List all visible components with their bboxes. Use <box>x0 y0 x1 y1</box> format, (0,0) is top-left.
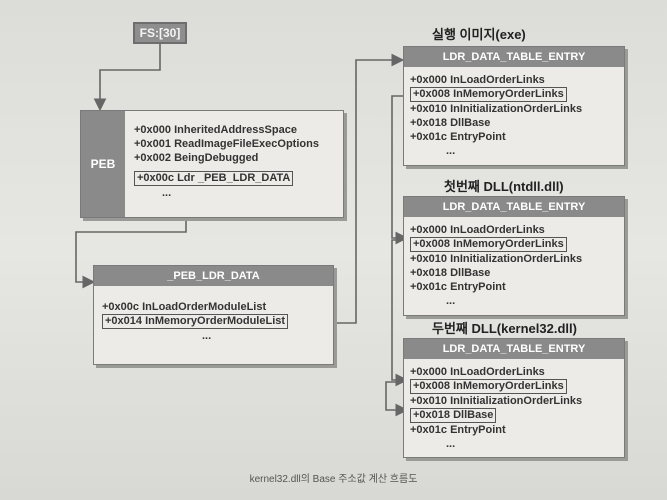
fs-label: FS:[30] <box>139 26 181 40</box>
peb-field: +0x001 ReadImageFileExecOptions <box>134 138 319 150</box>
peb-ldr-field-highlight: +0x00c Ldr _PEB_LDR_DATA <box>134 171 294 186</box>
entry-field-list: +0x000 InLoadOrderLinks +0x008 InMemoryO… <box>410 223 582 308</box>
entry-inmemory-highlight: +0x008 InMemoryOrderLinks <box>410 379 567 394</box>
entry-field: +0x010 InInitializationOrderLinks <box>410 103 583 115</box>
peb-field-list: +0x000 InheritedAddressSpace +0x001 Read… <box>134 123 319 200</box>
peb-field: +0x002 BeingDebugged <box>134 152 259 164</box>
entry-field: +0x018 DllBase <box>410 267 491 279</box>
ldr-entry-exe: LDR_DATA_TABLE_ENTRY +0x000 InLoadOrderL… <box>403 46 625 166</box>
ldr-field-list: +0x00c InLoadOrderModuleList +0x014 InMe… <box>102 300 289 343</box>
entry-inmemory-highlight: +0x008 InMemoryOrderLinks <box>410 87 567 102</box>
entry-field: +0x010 InInitializationOrderLinks <box>410 395 583 407</box>
ldr-ellipsis: ... <box>202 330 212 342</box>
entry-ellipsis: ... <box>446 295 456 307</box>
entry-header: LDR_DATA_TABLE_ENTRY <box>404 197 624 217</box>
entry-field-list: +0x000 InLoadOrderLinks +0x008 InMemoryO… <box>410 365 582 451</box>
section-title-exe: 실행 이미지(exe) <box>432 27 526 42</box>
peb-ellipsis: ... <box>162 187 172 199</box>
ldr-entry-kernel32: LDR_DATA_TABLE_ENTRY +0x000 InLoadOrderL… <box>403 338 625 458</box>
fs-30-box: FS:[30] <box>133 22 187 44</box>
entry-field: +0x01c EntryPoint <box>410 281 506 293</box>
entry-field: +0x018 DllBase <box>410 117 491 129</box>
peb-label-text: PEB <box>90 157 116 171</box>
ldr-field: +0x00c InLoadOrderModuleList <box>102 301 267 313</box>
entry-field: +0x000 InLoadOrderLinks <box>410 74 545 86</box>
entry-field: +0x010 InInitializationOrderLinks <box>410 253 583 265</box>
peb-box: PEB +0x000 InheritedAddressSpace +0x001 … <box>80 110 344 218</box>
peb-ldr-data-box: _PEB_LDR_DATA +0x00c InLoadOrderModuleLi… <box>93 265 334 365</box>
entry-field-list: +0x000 InLoadOrderLinks +0x008 InMemoryO… <box>410 73 582 158</box>
ldr-entry-ntdll: LDR_DATA_TABLE_ENTRY +0x000 InLoadOrderL… <box>403 196 625 316</box>
entry-header: LDR_DATA_TABLE_ENTRY <box>404 339 624 359</box>
entry-inmemory-highlight: +0x008 InMemoryOrderLinks <box>410 237 567 252</box>
peb-field: +0x000 InheritedAddressSpace <box>134 124 297 136</box>
figure-caption: kernel32.dll의 Base 주소값 계산 흐름도 <box>249 474 418 485</box>
entry-header: LDR_DATA_TABLE_ENTRY <box>404 47 624 67</box>
entry-ellipsis: ... <box>446 145 456 157</box>
ldr-inmemory-field-highlight: +0x014 InMemoryOrderModuleList <box>102 314 289 329</box>
peb-label: PEB <box>81 111 125 217</box>
entry-dllbase-highlight: +0x018 DllBase <box>410 408 497 423</box>
entry-field: +0x01c EntryPoint <box>410 424 506 436</box>
entry-field: +0x01c EntryPoint <box>410 131 506 143</box>
peb-ldr-data-header: _PEB_LDR_DATA <box>94 266 333 286</box>
entry-field: +0x000 InLoadOrderLinks <box>410 224 545 236</box>
entry-field: +0x000 InLoadOrderLinks <box>410 366 545 378</box>
entry-ellipsis: ... <box>446 438 456 450</box>
section-title-kernel32: 두번째 DLL(kernel32.dll) <box>432 321 577 336</box>
section-title-ntdll: 첫번째 DLL(ntdll.dll) <box>444 179 564 194</box>
